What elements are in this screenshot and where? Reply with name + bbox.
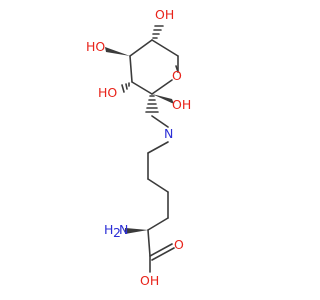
label-nh2-sub: 2 [113, 225, 121, 240]
bond-calpha-ccooh [147, 229, 151, 257]
label-oh-anomeric: OH [172, 97, 191, 112]
label-nh2-h: H [104, 222, 113, 237]
bond-c2-c3 [131, 81, 153, 95]
label-oh-top: OH [155, 7, 174, 22]
bond-c-o-double-b [151, 247, 175, 261]
label-ring-o: O [172, 68, 182, 83]
wedge-c4-ho [105, 47, 130, 56]
bond-c4-c5 [129, 39, 153, 57]
bond-c5-c4chain [147, 178, 169, 193]
substituent-bonds [105, 25, 175, 273]
bond-c3-c4 [129, 55, 133, 83]
label-carbonyl-o: O [174, 237, 184, 252]
hash-bond-c3-ho [121, 82, 130, 93]
bond-ch2-n [151, 115, 169, 128]
wedge-calpha-nh2 [125, 228, 148, 234]
atom-labels: OH HO HO OH O N H 2 N O OH [86, 7, 191, 288]
bond-c5-c4 [151, 39, 179, 57]
hash-bond-c5-oh [152, 25, 164, 39]
label-acid-oh: OH [140, 273, 159, 288]
bond-c-o-double-a [149, 243, 173, 257]
pyranose-ring [129, 39, 179, 95]
bond-n-c6 [147, 141, 169, 154]
bond-ringo-c2 [151, 79, 173, 95]
bond-c3-calpha [147, 217, 169, 231]
molecule-canvas: OH HO HO OH O N H 2 N O OH [86, 7, 191, 288]
label-nh-n: N [164, 126, 173, 141]
label-nh2-n: N [119, 222, 128, 237]
structure-diagram: OH HO HO OH O N H 2 N O OH [86, 7, 191, 288]
wedge-c2-oh [152, 94, 174, 104]
hash-bond-c2-ch2 [145, 95, 159, 113]
label-ho-c3: HO [98, 85, 117, 100]
label-ho-c4: HO [86, 39, 105, 54]
bond-c5-ringo-b [175, 65, 179, 73]
